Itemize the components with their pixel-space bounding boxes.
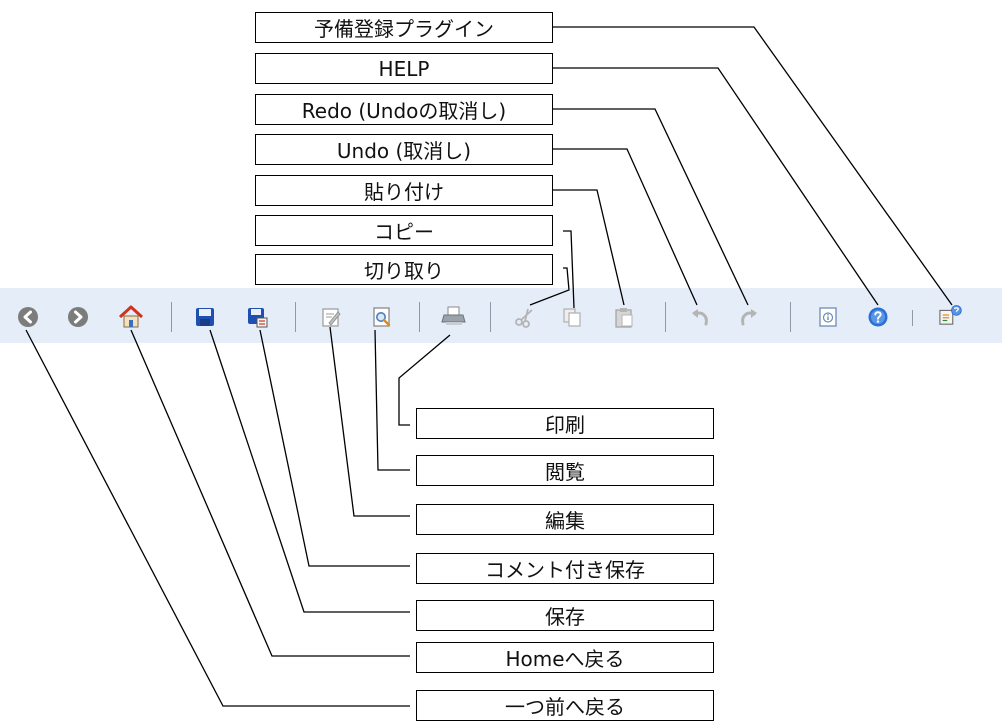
callout-undo: Undo (取消し): [255, 134, 553, 165]
toolbar-separator: [295, 302, 296, 332]
toolbar-separator: [665, 302, 666, 332]
callout-home: Homeへ戻る: [416, 642, 714, 673]
redo-icon[interactable]: [738, 306, 760, 328]
edit-icon[interactable]: [320, 306, 342, 328]
callout-cut: 切り取り: [255, 254, 553, 285]
forward-arrow-icon[interactable]: [67, 306, 89, 328]
toolbar-separator: [912, 310, 913, 326]
callout-help: HELP: [255, 53, 553, 84]
save-icon[interactable]: [194, 306, 216, 328]
callout-preview: 閲覧: [416, 455, 714, 486]
toolbar-separator: [490, 302, 491, 332]
home-icon[interactable]: [118, 305, 144, 329]
callout-plugin: 予備登録プラグイン: [255, 12, 553, 43]
toolbar-separator: [419, 302, 420, 332]
callout-copy: コピー: [255, 215, 553, 246]
callout-print: 印刷: [416, 408, 714, 439]
toolbar-separator: [790, 302, 791, 332]
plugin-icon[interactable]: [936, 304, 964, 326]
toolbar: [0, 288, 1002, 343]
paste-icon[interactable]: [613, 306, 635, 328]
callout-redo: Redo (Undoの取消し): [255, 94, 553, 125]
save-with-comment-icon[interactable]: [246, 306, 268, 328]
toolbar-separator: [171, 302, 172, 332]
callout-paste: 貼り付け: [255, 175, 553, 206]
callout-edit: 編集: [416, 504, 714, 535]
cut-icon[interactable]: [514, 306, 536, 328]
back-arrow-icon[interactable]: [17, 306, 39, 328]
callout-save-with-comment: コメント付き保存: [416, 553, 714, 584]
copy-icon[interactable]: [561, 306, 583, 328]
help-icon[interactable]: [867, 306, 889, 328]
callout-back: 一つ前へ戻る: [416, 690, 714, 721]
undo-icon[interactable]: [689, 306, 711, 328]
callout-save: 保存: [416, 600, 714, 631]
print-icon[interactable]: [441, 305, 467, 327]
preview-icon[interactable]: [371, 306, 393, 328]
info-icon[interactable]: [817, 306, 839, 328]
